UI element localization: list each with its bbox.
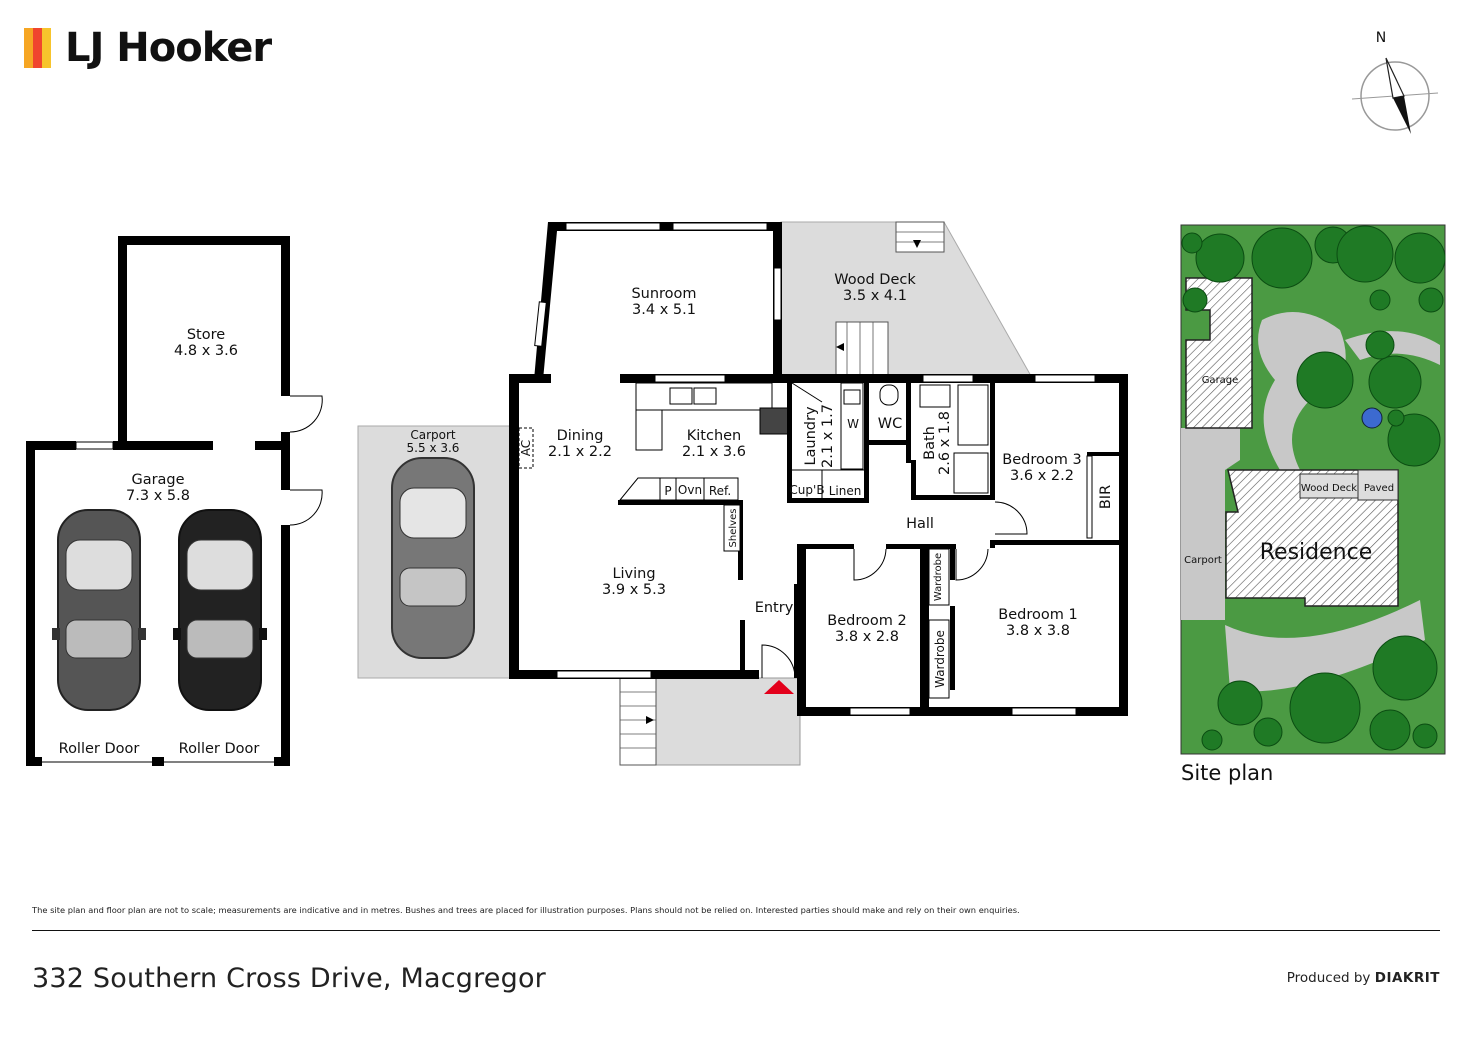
living-label: Living bbox=[612, 566, 655, 582]
dining-dims: 2.1 x 2.2 bbox=[548, 444, 612, 460]
oven-label: Ovn bbox=[678, 483, 702, 497]
garage-label: Garage bbox=[131, 472, 184, 488]
tree-icons bbox=[1181, 225, 1446, 751]
carport-label: Carport bbox=[410, 428, 456, 442]
living-dims: 3.9 x 5.3 bbox=[602, 582, 666, 598]
producer-name: DIAKRIT bbox=[1374, 970, 1440, 986]
kitchen-label: Kitchen bbox=[687, 428, 742, 444]
site-residence-label: Residence bbox=[1260, 540, 1372, 565]
compass-icon: N bbox=[1351, 30, 1439, 134]
washer-label: W bbox=[847, 417, 859, 431]
bedroom3-dims: 3.6 x 2.2 bbox=[1010, 468, 1074, 484]
produced-by-label: Produced by bbox=[1286, 970, 1371, 986]
linen-label: Linen bbox=[829, 484, 862, 498]
site-plan-title: Site plan bbox=[1181, 761, 1273, 785]
bedroom2-label: Bedroom 2 bbox=[827, 613, 906, 629]
entry-marker-icon bbox=[764, 680, 794, 694]
brand-logo: LJ Hooker bbox=[24, 22, 272, 74]
site-carport-label: Carport bbox=[1184, 555, 1222, 566]
disclaimer-text: The site plan and floor plan are not to … bbox=[32, 905, 1020, 915]
brand-bar-yellow bbox=[42, 28, 51, 68]
bir-label: BIR bbox=[1098, 485, 1114, 509]
wardrobe-1-label: Wardrobe bbox=[933, 553, 944, 601]
bedroom1-label: Bedroom 1 bbox=[998, 607, 1077, 623]
bedroom1-dims: 3.8 x 3.8 bbox=[1006, 623, 1070, 639]
wardrobe-2-label: Wardrobe bbox=[933, 630, 947, 688]
car-icon bbox=[391, 457, 475, 659]
compass-north-label: N bbox=[1376, 30, 1386, 46]
bath-dims: 2.6 x 1.8 bbox=[937, 411, 953, 475]
wood-deck-dims: 3.5 x 4.1 bbox=[843, 288, 907, 304]
hall-label: Hall bbox=[906, 516, 934, 532]
brand-color-bars bbox=[24, 28, 51, 68]
roller-door-2-label: Roller Door bbox=[179, 741, 260, 757]
house-walls bbox=[509, 222, 1128, 716]
site-paved-label: Paved bbox=[1364, 483, 1394, 494]
laundry-label: Laundry bbox=[803, 406, 819, 466]
footer-divider bbox=[32, 930, 1440, 931]
carport-area: Carport 5.5 x 3.6 bbox=[357, 425, 511, 679]
site-plan: Garage Wood Deck Paved Carport Residence bbox=[1180, 224, 1446, 755]
room-labels: Sunroom 3.4 x 5.1 Dining 2.1 x 2.2 Kitch… bbox=[519, 286, 1114, 688]
fridge-label: Ref. bbox=[709, 484, 731, 498]
bedroom3-label: Bedroom 3 bbox=[1002, 452, 1081, 468]
bedroom2-dims: 3.8 x 2.8 bbox=[835, 629, 899, 645]
dining-label: Dining bbox=[557, 428, 604, 444]
laundry-dims: 2.1 x 1.7 bbox=[820, 404, 836, 468]
wood-deck-area: Wood Deck 3.5 x 4.1 bbox=[780, 221, 1032, 377]
entry-label: Entry bbox=[755, 600, 794, 616]
kitchen-dims: 2.1 x 3.6 bbox=[682, 444, 746, 460]
sunroom-dims: 3.4 x 5.1 bbox=[632, 302, 696, 318]
brand-name: LJ Hooker bbox=[65, 25, 272, 71]
pantry-label: P bbox=[664, 484, 671, 498]
site-wood-deck-label: Wood Deck bbox=[1301, 483, 1357, 494]
brand-bar-red bbox=[33, 28, 42, 68]
garage-building: Store 4.8 x 3.6 Garage 7.3 x 5.8 Roller … bbox=[26, 236, 323, 766]
wood-deck-label: Wood Deck bbox=[834, 272, 916, 288]
wc-label: WC bbox=[878, 416, 902, 432]
cupboard-label: Cup'B bbox=[789, 483, 824, 497]
brand-bar-orange bbox=[24, 28, 33, 68]
store-dims: 4.8 x 3.6 bbox=[174, 343, 238, 359]
car-icon bbox=[173, 509, 267, 711]
sunroom-label: Sunroom bbox=[631, 286, 696, 302]
roller-door-1-label: Roller Door bbox=[59, 741, 140, 757]
ac-label: AC bbox=[519, 440, 533, 456]
shelves-label: Shelves bbox=[728, 509, 739, 548]
bath-label: Bath bbox=[922, 426, 938, 460]
car-icon bbox=[52, 509, 146, 711]
site-garage-label: Garage bbox=[1202, 375, 1239, 386]
garage-dims: 7.3 x 5.8 bbox=[126, 488, 190, 504]
property-address: 332 Southern Cross Drive, Macgregor bbox=[32, 963, 546, 994]
entry-landing bbox=[619, 677, 801, 766]
carport-dims: 5.5 x 3.6 bbox=[407, 441, 460, 455]
producer-credit: Produced by DIAKRIT bbox=[1287, 970, 1440, 986]
store-label: Store bbox=[187, 327, 225, 343]
